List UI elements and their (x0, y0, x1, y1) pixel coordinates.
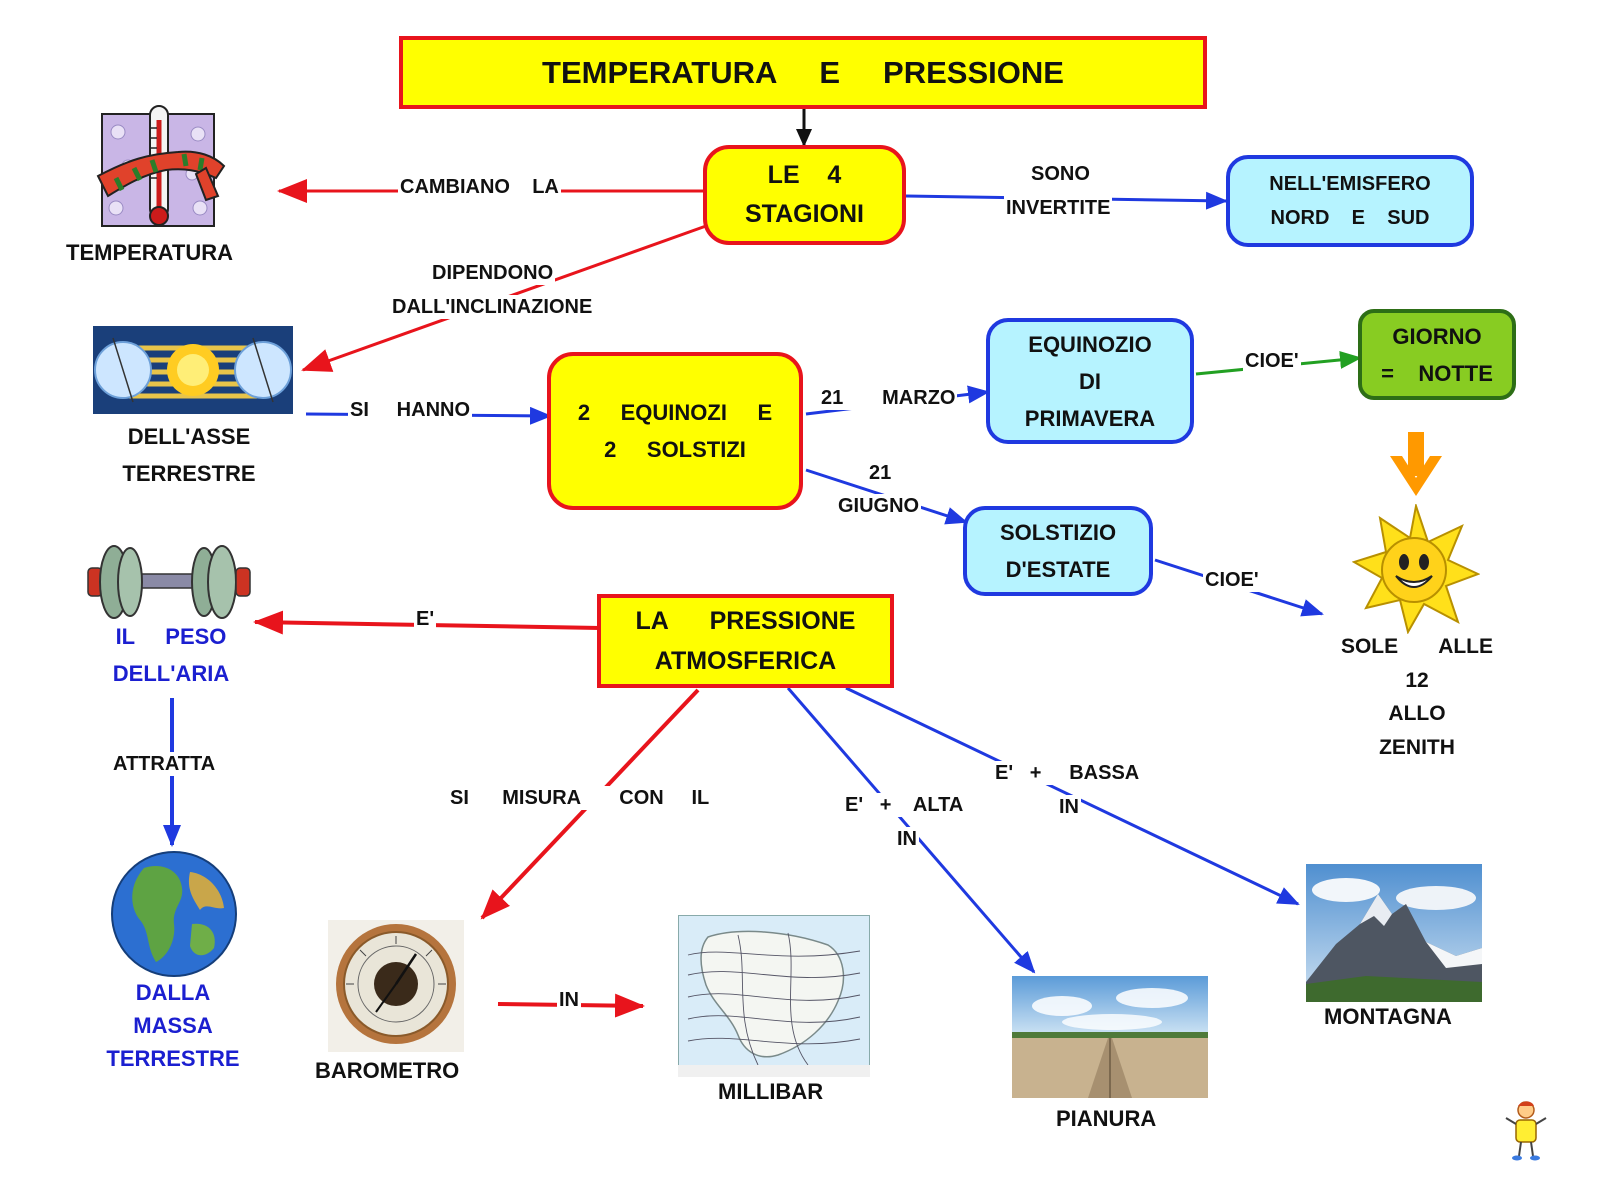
caption-sole-line3: ALLO (1388, 702, 1446, 725)
caption-millibar: MILLIBAR (718, 1079, 824, 1104)
caption-asse-line2: TERRESTRE (122, 461, 256, 486)
label-bassa-in: IN (1057, 795, 1081, 819)
label-invertite: INVERTITE (1004, 196, 1113, 220)
label-cioe-1: CIOE' (1243, 349, 1301, 373)
node-solstizio-line1: SOLSTIZIO (999, 520, 1117, 545)
caption-sole-line2: 12 (1405, 668, 1429, 692)
mountain-icon (1306, 864, 1482, 1002)
node-equinozi-line2: 2 SOLSTIZI (604, 437, 746, 462)
node-equinozio-line2: DI (1079, 368, 1101, 394)
caption-sole: SOLE ALLE 12 ALLO ZENITH (1330, 630, 1504, 764)
label-giugno-num: 21 (867, 461, 894, 485)
node-stagioni-line1: LE 4 (767, 161, 842, 189)
sun-smiley-icon (1352, 504, 1480, 634)
node-equinozio-primavera: EQUINOZIO DI PRIMAVERA (986, 318, 1194, 444)
label-si-hanno: SI HANNO (348, 398, 473, 422)
caption-massa-line1: DALLA (135, 980, 211, 1005)
node-stagioni-line2: STAGIONI (745, 200, 864, 228)
title-box: TEMPERATURA E PRESSIONE (399, 36, 1207, 109)
earth-axis-seasons-icon (93, 326, 293, 414)
label-marzo: 21 MARZO (819, 386, 958, 410)
node-pressione: LA PRESSIONE ATMOSFERICA (597, 594, 894, 688)
node-solstizio-line2: D'ESTATE (1005, 557, 1111, 582)
weather-map-icon (678, 915, 870, 1077)
label-bassa: E' + BASSA (993, 761, 1142, 785)
label-giugno: GIUGNO (836, 494, 922, 518)
caption-pianura: PIANURA (1056, 1106, 1157, 1131)
caption-barometro: BAROMETRO (315, 1058, 460, 1083)
label-cioe-2: CIOE' (1203, 568, 1261, 592)
node-giorno-line2: = NOTTE (1381, 360, 1493, 386)
label-dipendono: DIPENDONO (430, 261, 556, 285)
label-alta: E' + ALTA (843, 793, 966, 817)
node-equinozi-solstizi: 2 EQUINOZI E 2 SOLSTIZI (547, 352, 803, 510)
earth-globe-icon (111, 851, 237, 977)
caption-sole-line4: ZENITH (1379, 735, 1455, 759)
caption-massa-terrestre: DALLA MASSA TERRESTRE (100, 976, 246, 1075)
caption-montagna: MONTAGNA (1324, 1004, 1452, 1029)
caption-massa-line2: MASSA (133, 1013, 213, 1038)
label-si-misura: SI MISURA CON IL (448, 786, 712, 810)
caption-massa-line3: TERRESTRE (106, 1046, 240, 1071)
node-solstizio-estate: SOLSTIZIO D'ESTATE (963, 506, 1153, 596)
plain-field-icon (1012, 976, 1208, 1098)
caption-peso-line1: IL PESO (115, 624, 227, 649)
label-alta-in: IN (895, 827, 919, 851)
caption-temperatura: TEMPERATURA (66, 240, 234, 265)
node-equinozi-line1: 2 EQUINOZI E (577, 400, 773, 425)
node-pressione-line2: ATMOSFERICA (654, 647, 837, 675)
caption-sole-line1: SOLE ALLE (1340, 635, 1494, 658)
thermometer-icon (96, 105, 226, 227)
label-attratta: ATTRATTA (111, 752, 218, 776)
mascot-icon (1505, 1101, 1547, 1161)
node-equinozio-line3: PRIMAVERA (1024, 405, 1156, 431)
label-sono: SONO (1029, 162, 1092, 186)
node-giorno-notte: GIORNO = NOTTE (1358, 309, 1516, 400)
node-emisfero-line1: NELL'EMISFERO (1269, 173, 1431, 195)
page-title: TEMPERATURA E PRESSIONE (542, 54, 1064, 90)
label-baro-in: IN (557, 988, 581, 1012)
down-arrow-icon (1390, 432, 1442, 496)
node-emisfero: NELL'EMISFERO NORD E SUD (1226, 155, 1474, 247)
label-inclinazione: DALL'INCLINAZIONE (390, 295, 595, 319)
label-cambiano: CAMBIANO LA (398, 175, 561, 199)
node-emisfero-line2: NORD E SUD (1270, 207, 1430, 229)
label-e-peso: E' (414, 607, 437, 631)
node-giorno-line1: GIORNO (1392, 323, 1482, 349)
node-equinozio-line1: EQUINOZIO (1028, 331, 1152, 357)
caption-asse: DELL'ASSE TERRESTRE (114, 418, 264, 492)
barometer-icon (328, 920, 464, 1052)
dumbbell-icon (87, 545, 251, 619)
node-pressione-line1: LA PRESSIONE (635, 607, 856, 635)
caption-peso-line2: DELL'ARIA (112, 661, 230, 686)
caption-asse-line1: DELL'ASSE (127, 424, 251, 449)
node-stagioni: LE 4 STAGIONI (703, 145, 906, 245)
caption-peso-aria: IL PESO DELL'ARIA (96, 618, 246, 692)
